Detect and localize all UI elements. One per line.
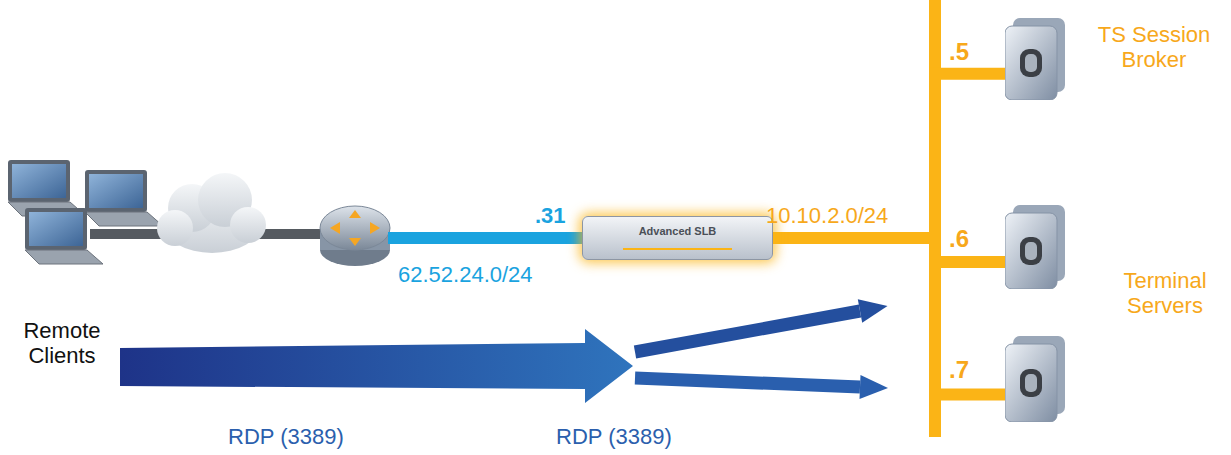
router-icon [320,206,390,266]
server-slot [1020,49,1042,77]
server-icon: .5TS Session Broker [1005,18,1065,100]
server-slot [1025,242,1037,260]
laptop-icon [25,208,103,264]
server-slot [1025,374,1037,392]
ip-suffix: .5 [949,38,989,66]
server-icon: .6 [1005,205,1065,289]
server-name: TS Session Broker [1085,22,1223,73]
ip-suffix: .31 [535,203,585,228]
server-front [1005,344,1057,422]
split-arrow [635,375,888,399]
server-drawing [1005,205,1065,289]
server-drawing [1005,336,1065,422]
status-stripe [623,248,732,250]
server-slot [1025,54,1037,72]
group-label: Terminal Servers [1105,268,1225,319]
server-front [1005,26,1057,100]
load-balancer: Advanced SLB [582,216,773,260]
server-slot [1020,369,1042,397]
laptop-icon [85,170,163,226]
wan-line [388,232,584,244]
server-slot [1020,237,1042,265]
protocol-label: RDP (3389) [556,424,716,449]
ip-suffix: .7 [949,356,989,384]
server-drawing [1005,18,1065,100]
traffic-arrow [120,329,633,403]
server-front [1005,213,1057,289]
split-arrow [635,299,888,352]
cloud-icon [157,173,266,253]
lan-link [773,238,1005,394]
device-name: Advanced SLB [583,225,772,238]
server-icon: .7 [1005,336,1065,422]
protocol-label: RDP (3389) [228,424,388,449]
ip-suffix: .6 [949,225,989,253]
laptop-icon [8,160,86,216]
subnet-label: 10.10.2.0/24 [766,203,926,228]
clients-label: Remote Clients [12,318,112,369]
subnet-label: 62.52.24.0/24 [398,262,568,287]
